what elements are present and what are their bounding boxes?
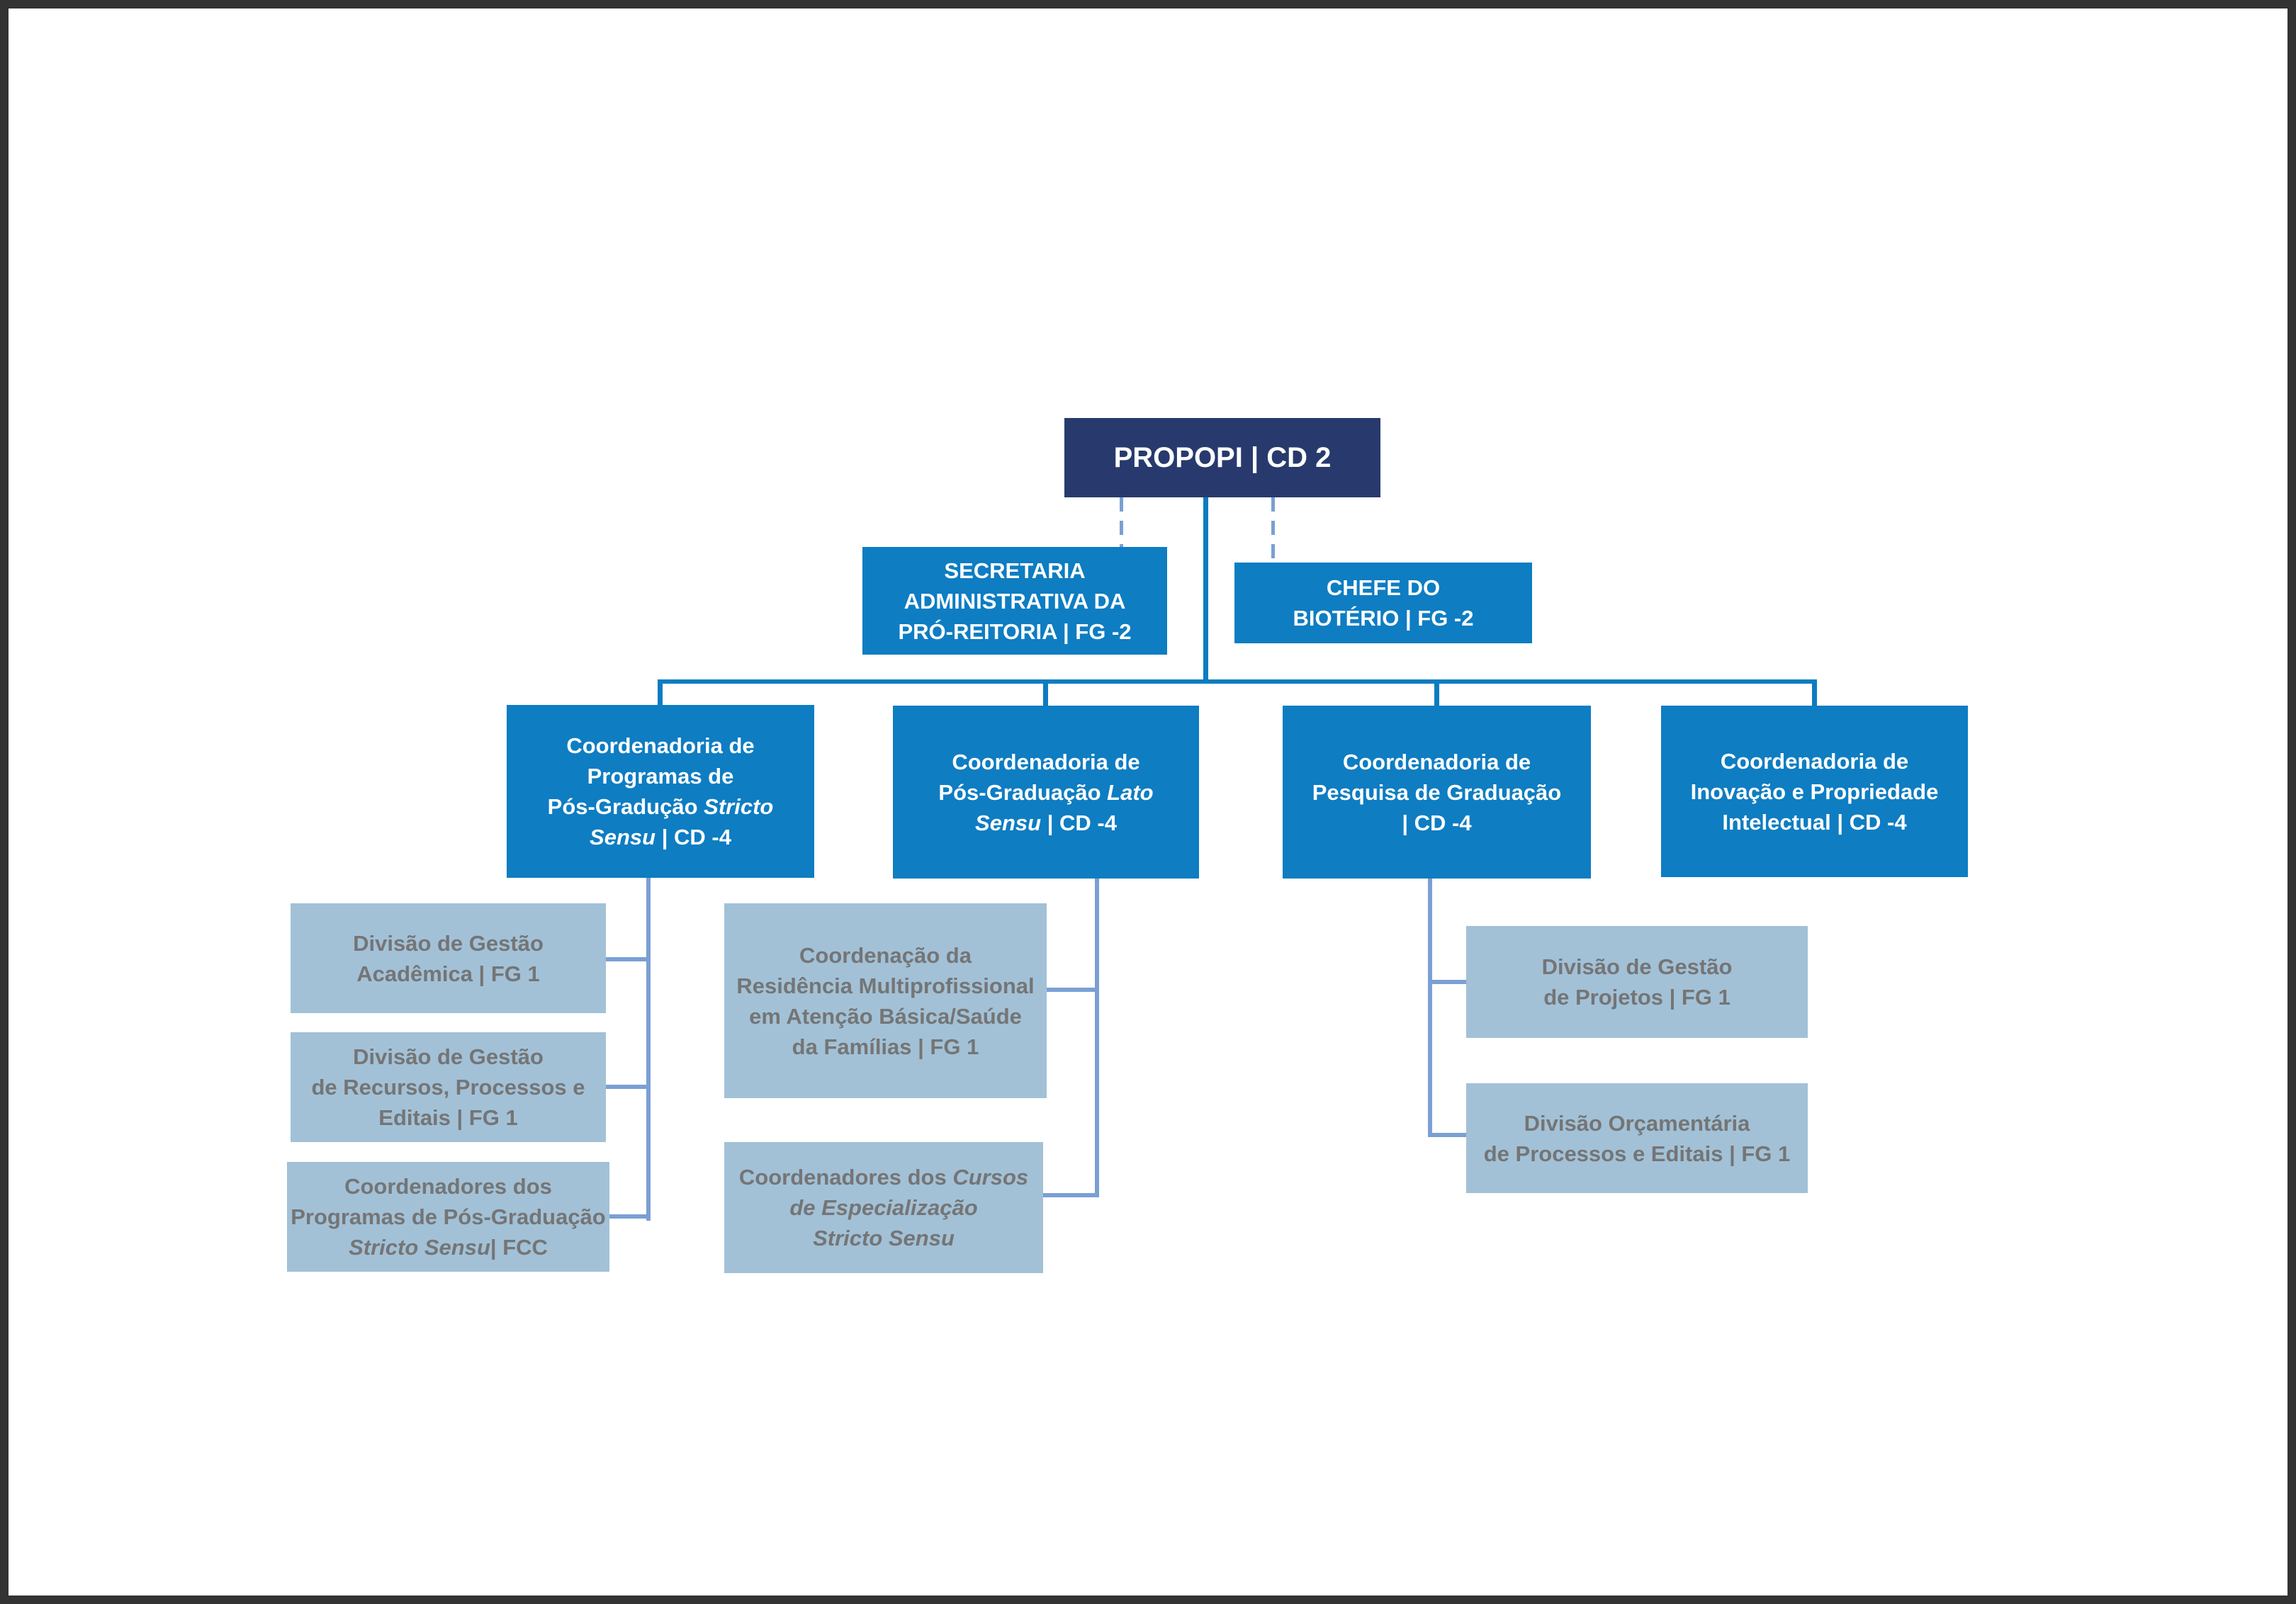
node-coordenadoria-inovacao: Coordenadoria de Inovação e Propriedade … (1661, 706, 1968, 877)
node-secretaria-administrativa: SECRETARIA ADMINISTRATIVA DA PRÓ-REITORI… (862, 547, 1167, 655)
node-coordenadores-cursos: Coordenadores dos Cursos de Especializaç… (724, 1142, 1043, 1273)
node-propopi: PROPOPI | CD 2 (1064, 418, 1380, 497)
connector-stub-middle-2 (1043, 1193, 1099, 1197)
node-divisao-gestao-recursos: Divisão de Gestão de Recursos, Processos… (291, 1032, 606, 1142)
node-divisao-gestao-projetos: Divisão de Gestão de Projetos | FG 1 (1466, 926, 1808, 1038)
connector-stub-right-2 (1428, 1133, 1469, 1137)
node-coordenadoria-pesquisa: Coordenadoria de Pesquisa de Graduação |… (1283, 706, 1591, 879)
connector-spine-middle (1095, 879, 1099, 1197)
connector-spine-right (1428, 879, 1432, 1137)
node-chefe-bioterio: CHEFE DO BIOTÉRIO | FG -2 (1234, 563, 1532, 643)
connector-stub-right-1 (1428, 980, 1469, 984)
connector-spine-left (646, 878, 651, 1221)
connector-stub-coordenadoria-3 (1434, 679, 1439, 706)
connector-stub-coordenadoria-2 (1043, 679, 1048, 706)
connector-dashed-bioterio (1271, 497, 1275, 563)
node-divisao-orcamentaria: Divisão Orçamentária de Processos e Edit… (1466, 1083, 1808, 1193)
node-coordenadoria-lato-sensu: Coordenadoria de Pós-Graduação Lato Sens… (893, 706, 1199, 879)
node-coordenacao-residencia: Coordenação da Residência Multiprofissio… (724, 903, 1047, 1098)
connector-stub-left-2 (606, 1085, 651, 1089)
connector-stub-middle-1 (1047, 988, 1099, 992)
node-propopi-label: PROPOPI | CD 2 (1113, 441, 1332, 473)
connector-stub-coordenadoria-4 (1812, 679, 1817, 706)
connector-stub-coordenadoria-1 (658, 679, 663, 705)
node-coordenadores-programas-fcc: Coordenadores dos Programas de Pós-Gradu… (287, 1162, 609, 1272)
node-coordenadoria-programas-stricto: Coordenadoria de Programas de Pós-Graduç… (507, 705, 814, 878)
connector-trunk-vertical (1203, 497, 1208, 680)
node-divisao-gestao-academica: Divisão de Gestão Acadêmica | FG 1 (291, 903, 606, 1013)
connector-stub-left-1 (606, 957, 651, 961)
connector-dashed-secretaria (1120, 497, 1123, 547)
connector-trunk-horizontal (658, 679, 1817, 684)
connector-stub-left-3 (609, 1214, 651, 1219)
